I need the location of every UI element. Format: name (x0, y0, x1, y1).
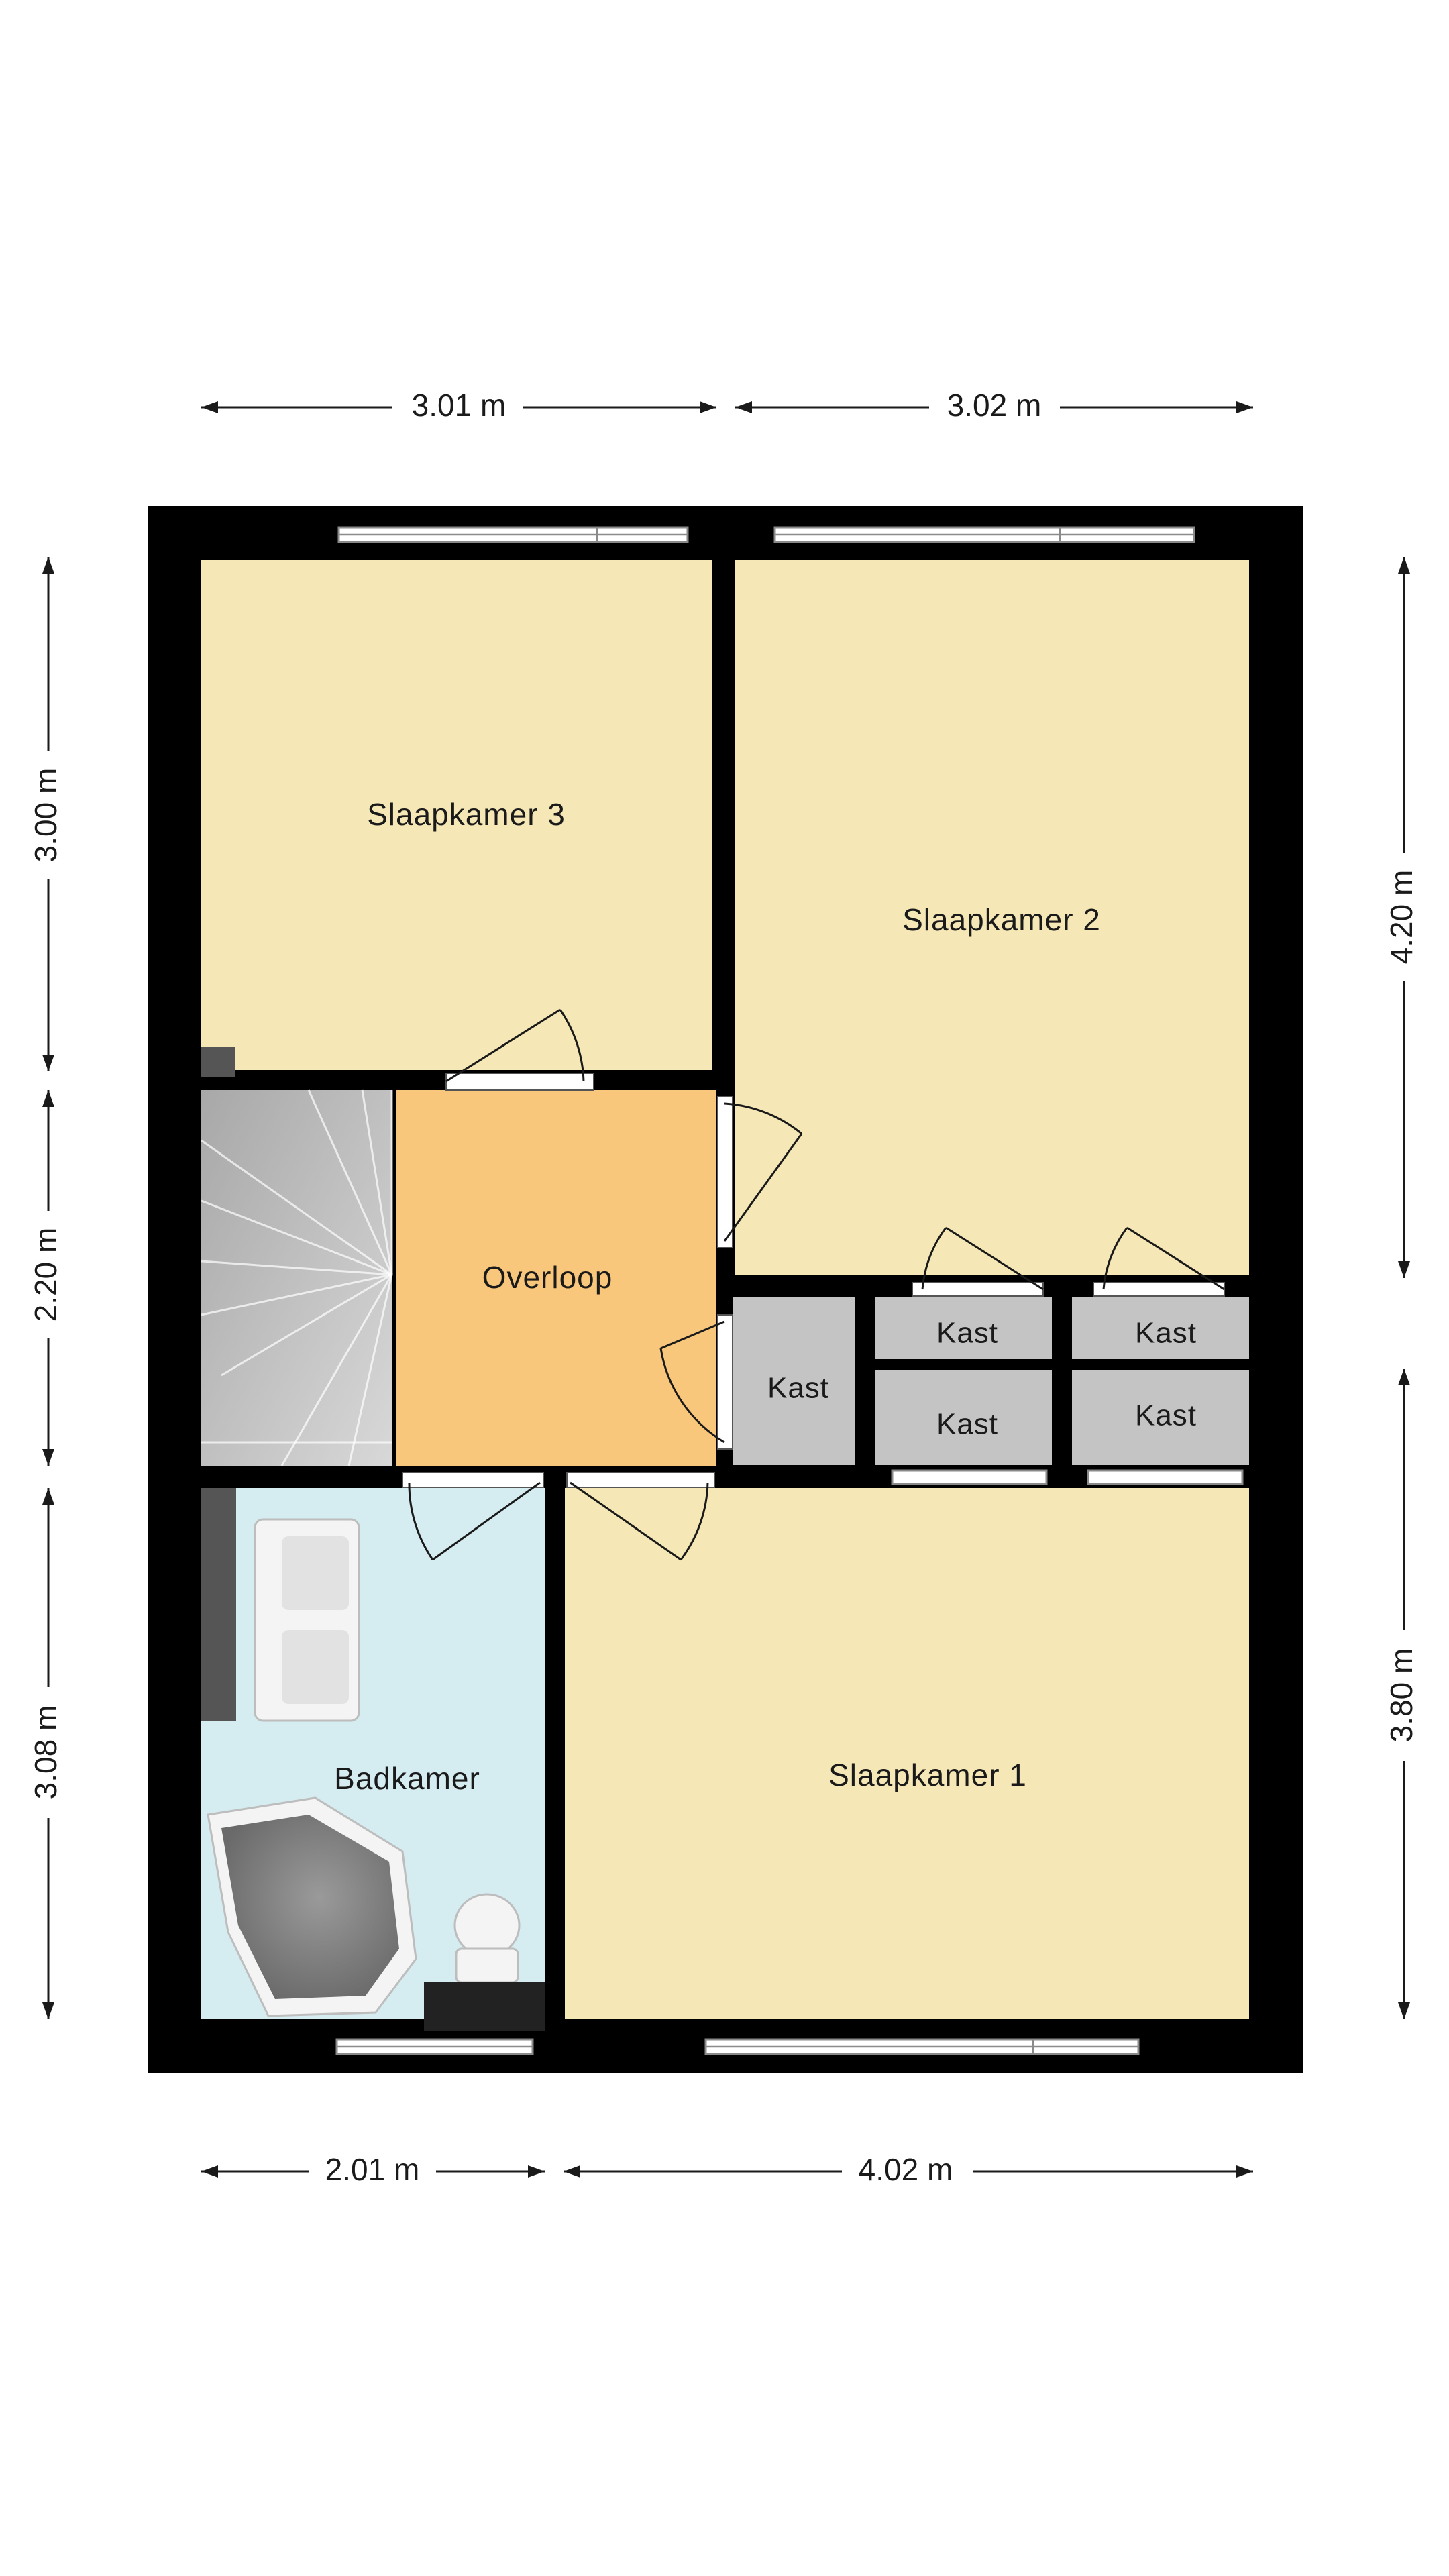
label-slaapkamer-1: Slaapkamer 1 (828, 1758, 1027, 1792)
dim-label-left-middle: 2.20 m (28, 1228, 63, 1322)
shaft (201, 1046, 235, 1077)
dim-label-right-bottom: 3.80 m (1384, 1648, 1419, 1743)
label-kast-b: Kast (936, 1317, 998, 1350)
door-badkamer (402, 1472, 544, 1561)
label-slaapkamer-3: Slaapkamer 3 (367, 797, 566, 832)
room-slaapkamer-3 (201, 560, 712, 1070)
closet-kast-a (733, 1297, 855, 1465)
door-slaapkamer-1 (566, 1472, 715, 1561)
corner-bathtub (207, 1796, 417, 2017)
dim-label-bottom-left: 2.01 m (325, 2152, 420, 2187)
closet-kast-d (875, 1370, 1052, 1465)
window-slaapkamer-1 (704, 2038, 1140, 2055)
window-badkamer (335, 2038, 534, 2055)
label-kast-a: Kast (767, 1372, 829, 1405)
door-closet-c (1093, 1226, 1225, 1297)
door-closet-a (659, 1314, 733, 1450)
closet-kast-b (875, 1297, 1052, 1359)
label-kast-e: Kast (1135, 1399, 1197, 1432)
dim-label-top-left: 3.01 m (412, 388, 506, 423)
dimension-left-top: 3.00 m (28, 557, 63, 1071)
closet-vents (891, 1469, 1244, 1485)
label-kast-c: Kast (1135, 1317, 1197, 1350)
bath-cabinet (201, 1488, 236, 1721)
toilet (453, 1893, 521, 1984)
bath-counter (424, 1982, 545, 2031)
dim-label-bottom-right: 4.02 m (859, 2152, 953, 2187)
dimension-right-top: 4.20 m (1384, 557, 1419, 1278)
stair-treads (201, 1089, 393, 1466)
label-kast-d: Kast (936, 1408, 998, 1441)
dimension-bottom-right: 4.02 m (564, 2152, 1253, 2187)
room-overloop (396, 1090, 716, 1466)
sink-unit (254, 1518, 360, 1722)
window-slaapkamer-2 (773, 526, 1195, 543)
dim-label-top-right: 3.02 m (947, 388, 1042, 423)
dim-label-left-top: 3.00 m (28, 768, 63, 863)
window-slaapkamer-3 (337, 526, 689, 543)
room-slaapkamer-1 (565, 1488, 1249, 2019)
dimension-left-middle: 2.20 m (28, 1090, 63, 1466)
dimension-left-bottom: 3.08 m (28, 1488, 63, 2019)
dimension-top-right: 3.02 m (735, 388, 1253, 423)
stairs (201, 1090, 392, 1466)
closet-kast-c (1072, 1297, 1249, 1359)
door-slaapkamer-3 (445, 1008, 594, 1091)
dimension-top-left: 3.01 m (201, 388, 716, 423)
dim-label-right-top: 4.20 m (1384, 870, 1419, 965)
label-badkamer: Badkamer (334, 1761, 480, 1796)
door-closet-b (912, 1226, 1044, 1297)
label-overloop: Overloop (482, 1260, 613, 1295)
dimension-bottom-left: 2.01 m (201, 2152, 545, 2187)
dim-label-left-bottom: 3.08 m (28, 1705, 63, 1800)
room-slaapkamer-2 (735, 560, 1249, 1275)
closet-kast-e (1072, 1370, 1249, 1465)
label-slaapkamer-2: Slaapkamer 2 (902, 902, 1101, 937)
dimension-right-bottom: 3.80 m (1384, 1368, 1419, 2019)
door-slaapkamer-2 (717, 1096, 803, 1248)
